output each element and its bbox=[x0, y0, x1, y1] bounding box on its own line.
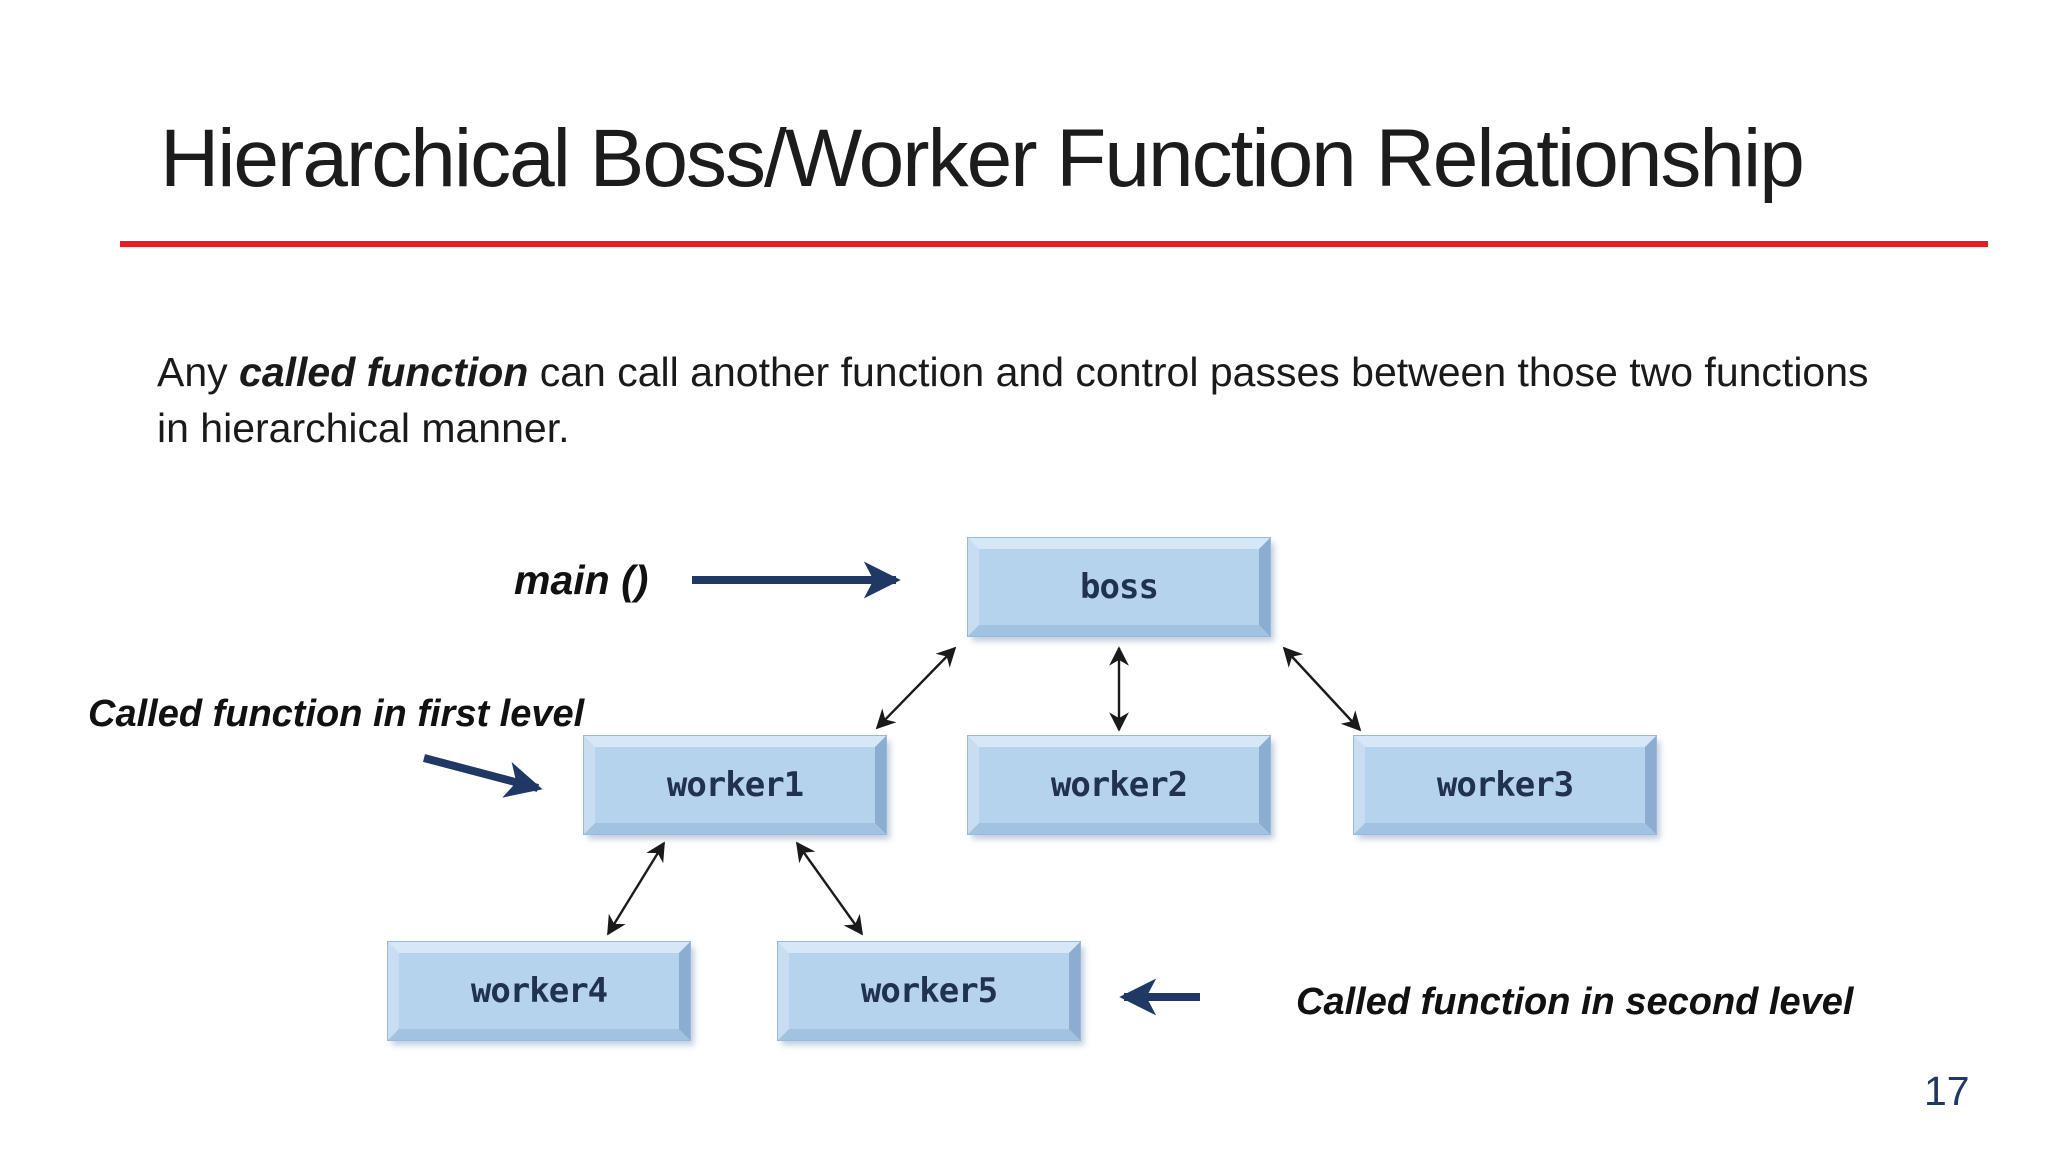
annotation-main: main () bbox=[514, 557, 649, 603]
node-worker5-label: worker5 bbox=[860, 971, 998, 1011]
edge-worker1-worker5 bbox=[795, 841, 864, 936]
slide-title: Hierarchical Boss/Worker Function Relati… bbox=[160, 113, 1805, 204]
edge-boss-worker3 bbox=[1282, 646, 1362, 732]
node-worker3: worker3 bbox=[1354, 736, 1656, 834]
node-worker4: worker4 bbox=[388, 942, 690, 1040]
node-worker3-label: worker3 bbox=[1436, 765, 1574, 805]
title-underline bbox=[120, 241, 1988, 247]
body-text-line2: in hierarchical manner. bbox=[157, 405, 570, 451]
node-worker2-label: worker2 bbox=[1050, 765, 1188, 805]
node-boss: boss bbox=[968, 538, 1270, 636]
body-text-line1-rest: can call another function and control pa… bbox=[528, 349, 1869, 395]
node-worker4-label: worker4 bbox=[470, 971, 608, 1011]
edge-worker1-worker4 bbox=[606, 841, 666, 936]
node-worker1: worker1 bbox=[584, 736, 886, 834]
node-worker1-label: worker1 bbox=[666, 765, 804, 805]
body-paragraph: Any called function can call another fun… bbox=[157, 344, 2017, 456]
node-worker2: worker2 bbox=[968, 736, 1270, 834]
annotation-first-level: Called function in first level bbox=[88, 693, 585, 735]
page-number: 17 bbox=[1924, 1068, 1970, 1114]
body-text-pre: Any bbox=[157, 349, 240, 395]
node-boss-label: boss bbox=[1080, 567, 1159, 607]
edge-boss-worker1 bbox=[875, 646, 957, 730]
first-level-annotation-arrow bbox=[422, 754, 543, 798]
annotation-second-level: Called function in second level bbox=[1296, 981, 1854, 1023]
body-text-emphasis: called function bbox=[239, 349, 529, 395]
node-worker5: worker5 bbox=[778, 942, 1080, 1040]
